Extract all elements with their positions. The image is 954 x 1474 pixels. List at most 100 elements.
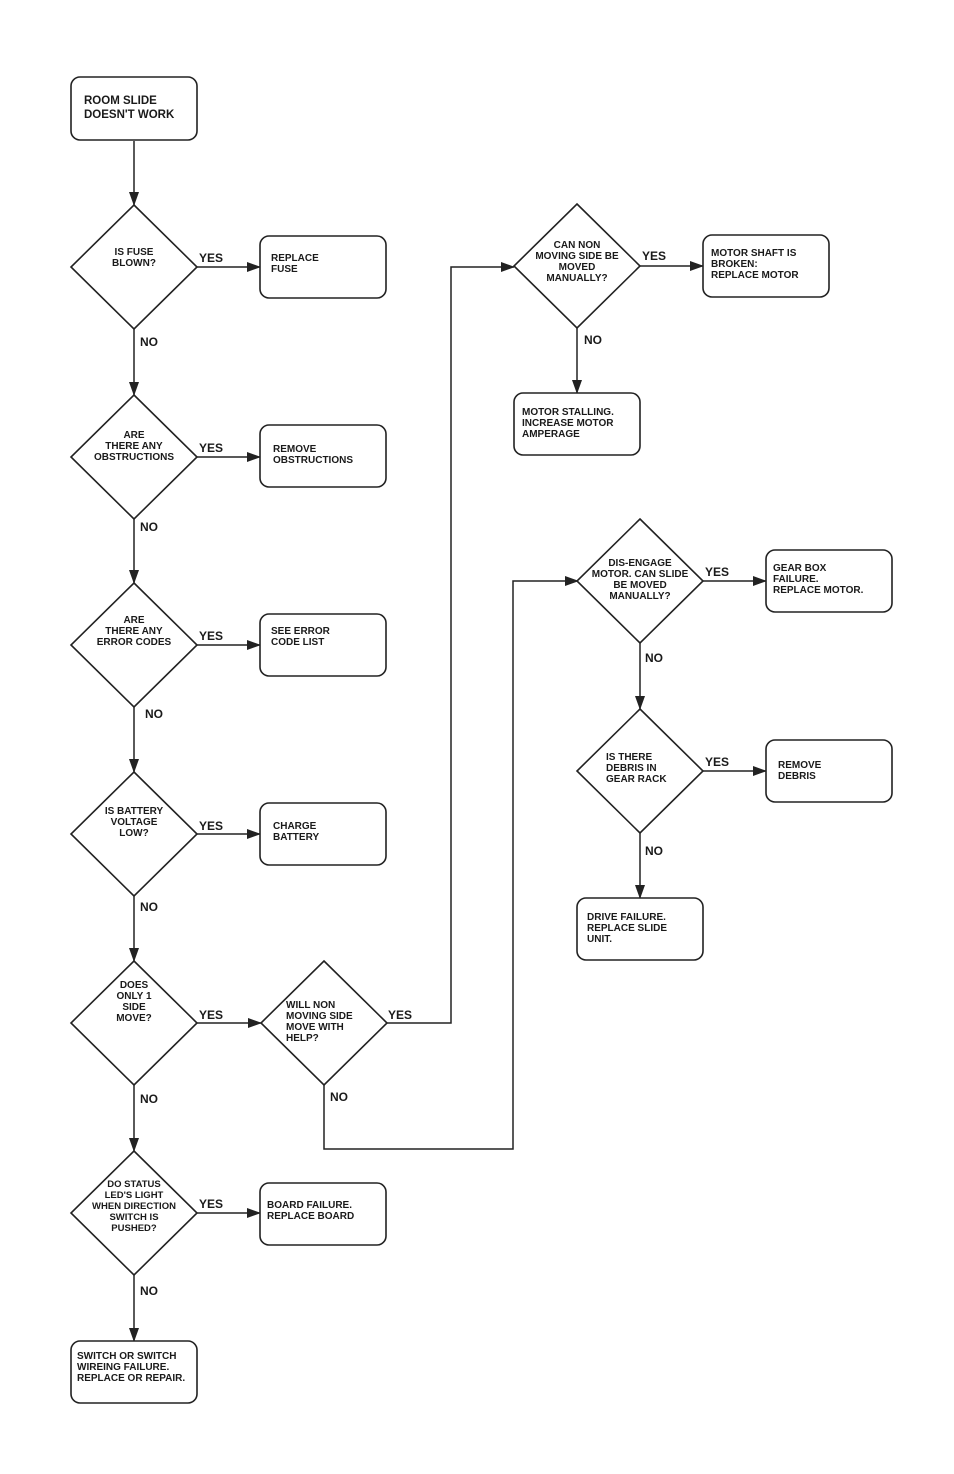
edge-will-move-yes (387, 262, 515, 1024)
text-line: FUSE (271, 264, 298, 275)
text-line: SWITCH IS (109, 1212, 158, 1223)
text-line: BE MOVED (613, 580, 666, 591)
text-line: HELP? (286, 1033, 319, 1044)
edge-labels: YES NO YES NO YES NO YES NO YES NO YES N… (140, 249, 729, 1298)
text-line: UNIT. (587, 934, 612, 945)
text-line: MANUALLY? (546, 273, 607, 284)
text-line: PUSHED? (111, 1223, 157, 1234)
text-line: WILL NON (286, 1000, 335, 1011)
label-will-move-yes: YES (388, 1008, 412, 1022)
text-line: OBSTRUCTIONS (273, 455, 353, 466)
text-line: INCREASE MOTOR (522, 418, 614, 429)
text-line: CAN NON (554, 240, 601, 251)
label-battery-no: NO (140, 900, 158, 914)
text-line: MOTOR SHAFT IS (711, 248, 797, 259)
text-line: ARE (123, 430, 144, 441)
label-error-codes-yes: YES (199, 629, 223, 643)
text-line: ROOM SLIDE (84, 95, 157, 107)
text-line: ERROR CODES (97, 637, 172, 648)
label-status-leds-yes: YES (199, 1197, 223, 1211)
label-status-leds-no: NO (140, 1284, 158, 1298)
edge-will-move-no (323, 576, 579, 1150)
text-line: MOVE? (116, 1013, 152, 1024)
text-line: DOESN'T WORK (84, 109, 175, 121)
text-line: WIREING FAILURE. (77, 1362, 169, 1373)
text-line: MOVING SIDE (286, 1011, 353, 1022)
text-line: FAILURE. (773, 574, 819, 585)
text-line: MOTOR STALLING. (522, 407, 614, 418)
text-line: MOTOR. CAN SLIDE (592, 569, 689, 580)
text-line: CODE LIST (271, 637, 324, 648)
text-line: SWITCH OR SWITCH (77, 1351, 176, 1362)
text-line: MOVE WITH (286, 1022, 344, 1033)
text-line: REPLACE SLIDE (587, 923, 667, 934)
text-line: AMPERAGE (522, 429, 580, 440)
label-moved-manually-no: NO (584, 333, 602, 347)
label-fuse-yes: YES (199, 251, 223, 265)
text-line: VOLTAGE (111, 817, 158, 828)
text-line: THERE ANY (105, 441, 163, 452)
text-line: BLOWN? (112, 258, 156, 269)
text-line: REPLACE MOTOR (711, 270, 799, 281)
label-debris-no: NO (645, 844, 663, 858)
label-error-codes-no: NO (145, 707, 163, 721)
text-line: IS BATTERY (105, 806, 164, 817)
text-line: BATTERY (273, 832, 319, 843)
edges (129, 141, 767, 1342)
text-line: DEBRIS (778, 771, 816, 782)
text-line: BOARD FAILURE. (267, 1200, 352, 1211)
text-line: MOVING SIDE BE (535, 251, 619, 262)
text-line: ARE (123, 615, 144, 626)
text-line: GEAR RACK (606, 774, 667, 785)
text-line: REPLACE MOTOR. (773, 585, 864, 596)
text-line: ONLY 1 (116, 991, 151, 1002)
start-node-text: ROOM SLIDE DOESN'T WORK (84, 95, 175, 121)
text-line: REMOVE (778, 760, 822, 771)
label-will-move-no: NO (330, 1090, 348, 1104)
label-debris-yes: YES (705, 755, 729, 769)
label-fuse-no: NO (140, 335, 158, 349)
text-line: MOVED (559, 262, 596, 273)
text-line: REPLACE OR REPAIR. (77, 1373, 185, 1384)
text-line: REMOVE (273, 444, 317, 455)
text-line: OBSTRUCTIONS (94, 452, 174, 463)
label-one-side-yes: YES (199, 1008, 223, 1022)
text-line: BROKEN: (711, 259, 758, 270)
text-line: IS FUSE (115, 247, 154, 258)
label-one-side-no: NO (140, 1092, 158, 1106)
label-disengage-no: NO (645, 651, 663, 665)
label-disengage-yes: YES (705, 565, 729, 579)
text-line: REPLACE BOARD (267, 1211, 354, 1222)
